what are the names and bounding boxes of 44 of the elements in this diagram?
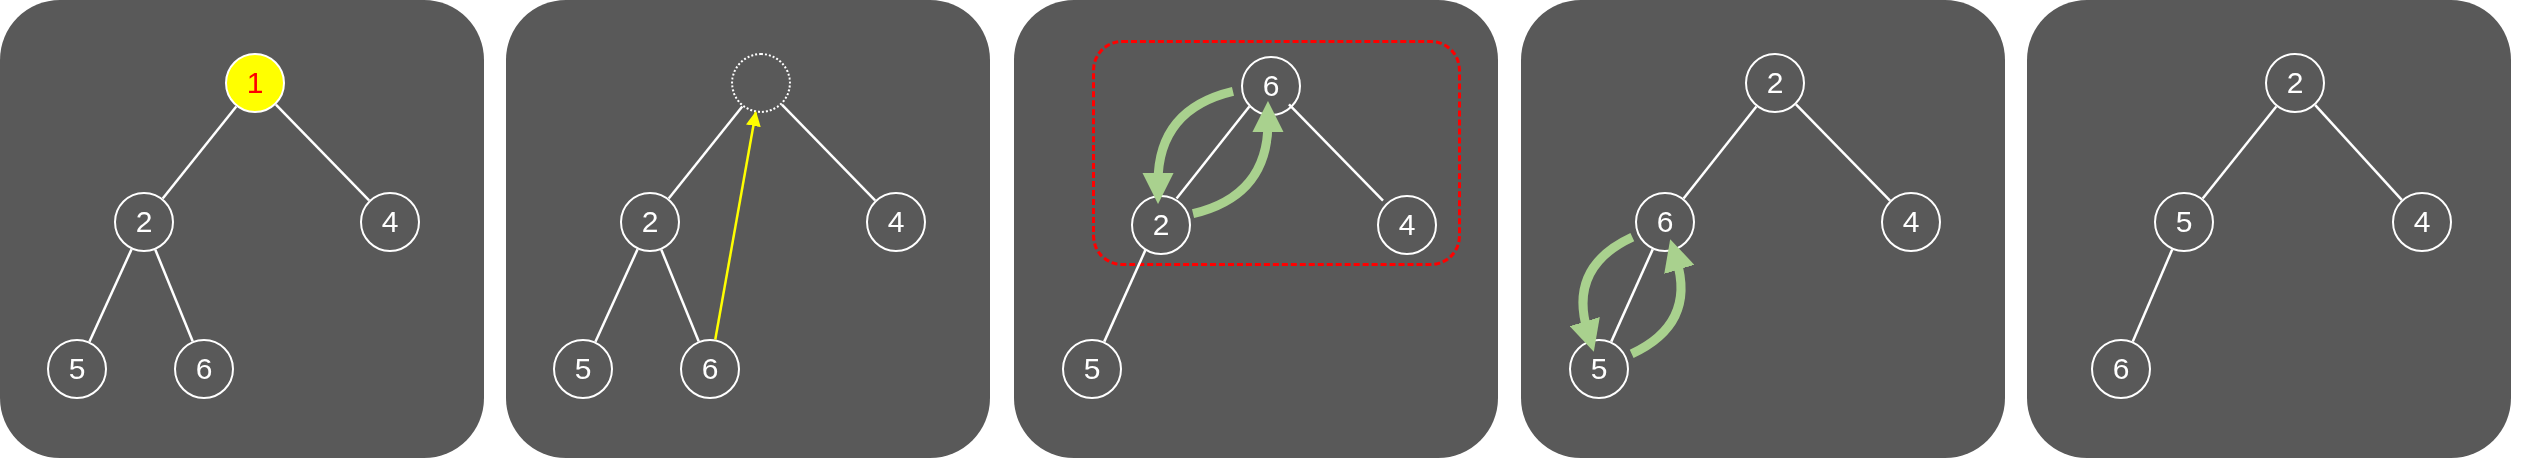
node-value: 5 [574,354,592,384]
node-value: 2 [135,207,153,237]
node-value: 6 [1656,207,1674,237]
tree-edge [1103,248,1147,343]
node-value: 6 [195,354,213,384]
node-value: 2 [641,207,659,237]
swap-arrow [1142,86,1235,205]
node-value: 5 [2175,207,2193,237]
node-value: 1 [246,68,264,98]
tree-edge [154,249,194,342]
node-value: 2 [1152,210,1170,240]
node-value: 6 [701,354,719,384]
node-value: 4 [2413,207,2431,237]
swap-arrow [1191,100,1284,219]
tree-edge [1682,105,1758,200]
node-value: 6 [2112,354,2130,384]
tree-edge [1175,105,1251,200]
tree-edge [1795,103,1891,202]
node-value: 2 [1766,68,1784,98]
tree-edge [275,103,370,202]
tree-edge [667,105,744,200]
tree-edge [2131,249,2174,342]
tree-edge [88,248,133,343]
node-value: 6 [1262,71,1280,101]
tree-edge [2314,104,2403,201]
node-value: 4 [1902,207,1920,237]
node-value: 5 [1590,354,1608,384]
node-value: 5 [68,354,86,384]
tree-edge [1288,103,1384,202]
tree-edge [2201,105,2278,200]
tree-edge [781,103,876,202]
node-value: 4 [887,207,905,237]
arrow [714,111,761,340]
highlight-region [1092,40,1461,266]
node-value: 4 [381,207,399,237]
node-value: 2 [2286,68,2304,98]
swap-arrow [1629,238,1695,358]
tree-edge [1610,248,1654,343]
tree-edge [161,105,238,200]
tree-edge [660,249,700,342]
node-value: 4 [1398,210,1416,240]
node-value: 5 [1083,354,1101,384]
swap-arrow [1569,233,1635,353]
tree-edge [594,248,639,343]
